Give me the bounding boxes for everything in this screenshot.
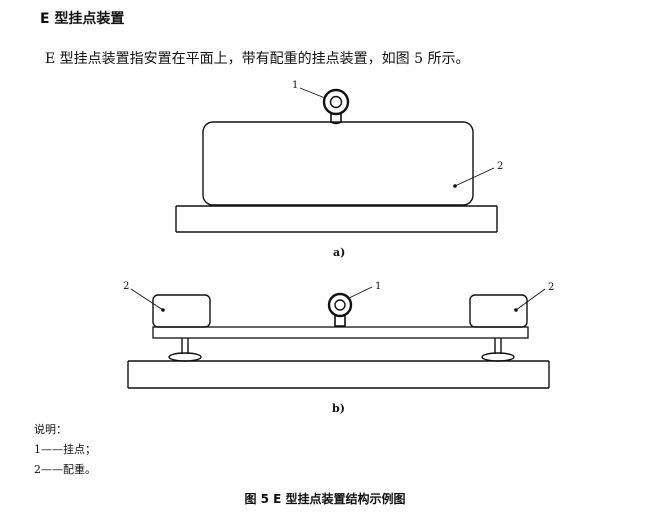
support-foot-right — [481, 338, 515, 362]
section-heading: E 型挂点装置 — [40, 11, 125, 27]
leader-line-2b-right — [515, 288, 546, 311]
leader-line-2a — [454, 167, 495, 187]
counterweight-a — [202, 121, 474, 206]
callout-1-b: 1 — [375, 281, 381, 292]
legend-item: 2——配重。 — [34, 463, 96, 476]
legend: 说明： 1——挂点； 2——配重。 — [34, 420, 96, 480]
beam-b — [152, 326, 529, 339]
callout-2-b-right: 2 — [548, 282, 554, 293]
ground-plate-b — [127, 360, 550, 389]
description-paragraph: E 型挂点装置指安置在平面上，带有配重的挂点装置，如图 5 所示。 — [45, 51, 470, 67]
figure-a-label: a) — [333, 246, 346, 259]
eye-ring-a — [322, 88, 350, 125]
counterweight-b-right — [469, 294, 528, 328]
legend-item: 1——挂点； — [34, 443, 96, 456]
eye-ring-b — [327, 292, 353, 327]
ground-plate-a — [175, 205, 498, 233]
figure-caption: 图 5 E 型挂点装置结构示例图 — [244, 492, 406, 506]
leader-line-1b — [348, 286, 373, 299]
leader-line-2b-left — [130, 288, 164, 311]
legend-title: 说明： — [34, 423, 67, 436]
leader-line-1a — [299, 87, 326, 99]
figure-b-label: b) — [332, 402, 345, 415]
figure-b — [127, 286, 550, 389]
support-foot-left — [168, 338, 202, 362]
callout-2-a: 2 — [497, 161, 503, 172]
callout-2-b-left: 2 — [123, 281, 129, 292]
figure-a — [175, 87, 498, 233]
callout-1-a: 1 — [292, 80, 298, 91]
